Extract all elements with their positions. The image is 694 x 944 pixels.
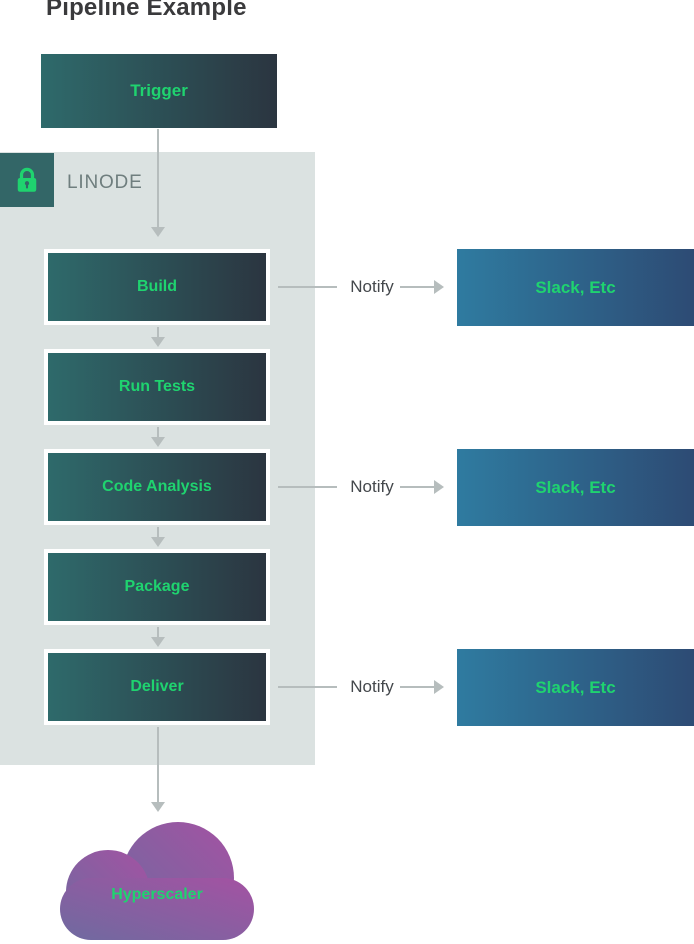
node-slack-label: Slack, Etc [535,677,616,697]
arrow-right-icon [434,280,444,294]
page-title: Pipeline Example [46,0,247,21]
node-deliver: Deliver [44,649,270,725]
arrow-line [157,527,159,538]
notify-label: Notify [350,677,394,696]
notify-connector-build: Notify [278,277,444,297]
notify-connector-code-analysis: Notify [278,477,444,497]
node-code-analysis: Code Analysis [44,449,270,525]
notify-connector-deliver: Notify [278,677,444,697]
connector-line [400,286,434,288]
arrow-down-icon [151,802,165,812]
arrow-line [157,627,159,638]
node-package-label: Package [124,578,190,595]
cloud-icon [60,822,254,940]
arrow-line [157,427,159,438]
node-slack-label: Slack, Etc [535,477,616,497]
arrow-down-icon [151,227,165,237]
arrow-down-icon [151,637,165,647]
notify-label: Notify [350,277,394,296]
node-run-tests-label: Run Tests [118,378,196,395]
node-hyperscaler: Hyperscaler [58,820,256,944]
node-build-label: Build [137,278,177,295]
node-trigger-label: Trigger [130,81,188,100]
node-package: Package [44,549,270,625]
arrow-right-icon [434,480,444,494]
arrow-line [157,327,159,338]
lock-badge [0,153,54,207]
node-slack-1: Slack, Etc [457,249,694,326]
node-run-tests: Run Tests [44,349,270,425]
node-slack-3: Slack, Etc [457,649,694,726]
linode-label: LINODE [67,172,143,193]
notify-label: Notify [350,477,394,496]
connector-line [400,486,434,488]
connector-line [278,486,337,488]
arrow-down-icon [151,437,165,447]
connector-line [278,686,337,688]
node-deliver-label: Deliver [130,678,184,695]
arrow-right-icon [434,680,444,694]
arrow-line [157,129,159,227]
connector-line [278,286,337,288]
node-build: Build [44,249,270,325]
node-slack-label: Slack, Etc [535,277,616,297]
arrow-down-icon [151,337,165,347]
arrow-down-icon [151,537,165,547]
arrow-line [157,727,159,802]
lock-icon [17,167,37,192]
node-code-analysis-label: Code Analysis [102,478,212,495]
node-hyperscaler-label: Hyperscaler [111,886,203,903]
node-trigger: Trigger [41,54,277,128]
node-slack-2: Slack, Etc [457,449,694,526]
connector-line [400,686,434,688]
